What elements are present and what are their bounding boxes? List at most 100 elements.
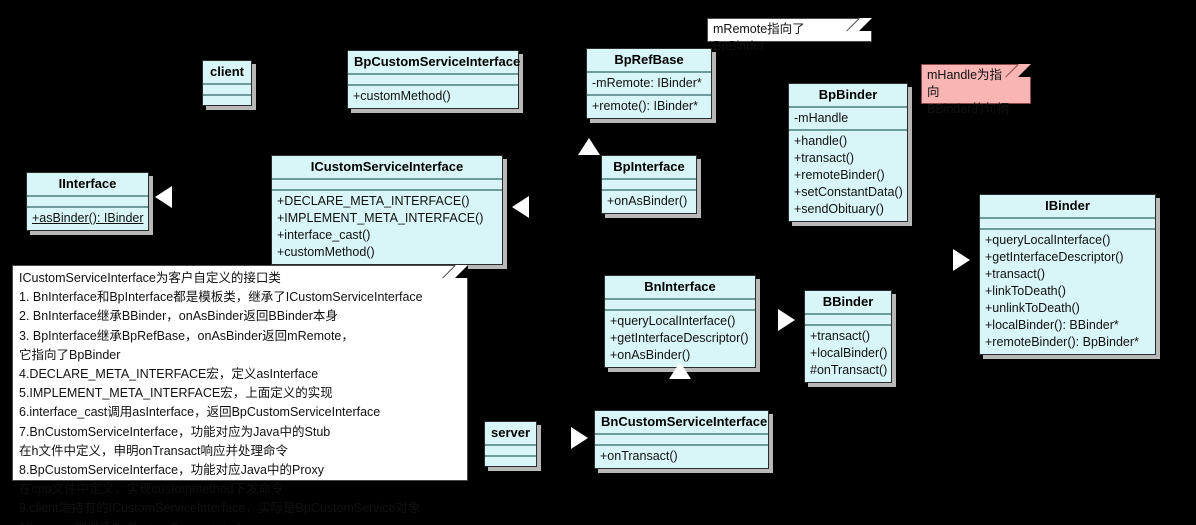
class-bp-interface[interactable]: BpInterface +onAsBinder() (601, 155, 697, 214)
operation-row: +interface_cast() (277, 228, 371, 242)
class-client-operations (203, 96, 251, 105)
class-i-binder-attributes (980, 219, 1155, 230)
operation-row: +remote(): IBinder* (592, 99, 698, 113)
class-bn-custom-service-interface-attributes (595, 435, 768, 446)
class-i-interface-attributes (27, 197, 148, 208)
operation-row: +localBinder(): BBinder* (985, 318, 1119, 332)
operation-row: +transact() (794, 151, 855, 165)
class-b-binder-attributes (805, 315, 891, 326)
class-server-name: server (485, 422, 536, 446)
connector-line (530, 205, 590, 207)
note-explanation-line-8: 6.interface_cast调用asInterface，返回BpCustom… (19, 405, 381, 420)
operation-row: +localBinder() (810, 346, 888, 360)
operation-row: +transact() (985, 267, 1046, 281)
generalization-arrow-to-ibinder (953, 249, 970, 271)
operation-row: +getInterfaceDescriptor() (610, 331, 749, 345)
connector-line (908, 250, 983, 252)
class-client[interactable]: client (202, 60, 252, 106)
connector-line (900, 330, 985, 332)
note-explanation-line-2: 1. BnInterface和BpInterface都是模板类，继承了ICust… (19, 290, 423, 305)
note-explanation-line-1: ICustomServiceInterface为客户自定义的接口类 (19, 271, 281, 285)
class-i-interface[interactable]: IInterface +asBinder(): IBinder (26, 172, 149, 231)
operation-row: +handle() (794, 134, 848, 148)
attribute-row: -mRemote: IBinder* (592, 76, 702, 90)
operation-row: +sendObituary() (794, 202, 884, 216)
note-mremote: mRemote指向了BpBinder (707, 18, 872, 53)
class-i-interface-name: IInterface (27, 173, 148, 197)
connector-line (250, 100, 252, 160)
class-i-interface-operations: +asBinder(): IBinder (27, 208, 148, 230)
operation-row: +onAsBinder() (610, 348, 691, 362)
operation-row: +getInterfaceDescriptor() (985, 250, 1124, 264)
class-bp-interface-attributes (602, 180, 696, 191)
class-bn-interface-operations: +queryLocalInterface() +getInterfaceDesc… (605, 311, 755, 367)
generalization-arrow-to-bninterface (669, 362, 691, 379)
note-explanation-line-6: 4.DECLARE_META_INTERFACE宏，定义asInterface (19, 367, 319, 382)
operation-row: +customMethod() (353, 89, 451, 103)
class-bp-binder-attributes: -mHandle (789, 108, 907, 131)
note-fold-icon (1018, 64, 1031, 77)
generalization-arrow-to-icustomserviceinterface (512, 196, 529, 218)
class-bp-ref-base-attributes: -mRemote: IBinder* (587, 73, 711, 96)
class-i-binder[interactable]: IBinder +queryLocalInterface() +getInter… (979, 194, 1156, 355)
class-i-custom-service-interface[interactable]: ICustomServiceInterface +DECLARE_META_IN… (271, 155, 503, 265)
class-bp-binder-operations: +handle() +transact() +remoteBinder() +s… (789, 131, 907, 221)
class-server[interactable]: server (484, 421, 537, 467)
connector-line (712, 150, 792, 152)
operation-row: +queryLocalInterface() (985, 233, 1111, 247)
connector-line (540, 438, 595, 440)
class-bp-binder-name: BpBinder (789, 84, 907, 108)
note-explanation-line-10: 在h文件中定义，申明onTransact响应并处理命令 (19, 443, 289, 458)
note-mhandle-line-1: mHandle为指向 (927, 68, 1003, 99)
class-bn-interface-name: BnInterface (605, 276, 755, 300)
operation-row: +remoteBinder(): BpBinder* (985, 335, 1139, 349)
note-explanation-line-4: 3. BpInterface继承BpRefBase，onAsBinder返回mR… (19, 328, 354, 343)
connector-line (430, 105, 432, 155)
operation-row: +IMPLEMENT_META_INTERFACE() (277, 211, 484, 225)
class-bp-custom-service-interface-operations: +customMethod() (348, 86, 518, 108)
connector-line (648, 120, 650, 155)
operation-row: #onTransact() (810, 363, 888, 377)
class-bp-custom-service-interface[interactable]: BpCustomServiceInterface +customMethod() (347, 50, 520, 109)
class-bn-interface[interactable]: BnInterface +queryLocalInterface() +getI… (604, 275, 756, 368)
class-i-custom-service-interface-operations: +DECLARE_META_INTERFACE() +IMPLEMENT_MET… (272, 191, 502, 264)
class-server-attributes (485, 446, 536, 457)
note-mhandle: mHandle为指向 BBinder的句柄 (921, 64, 1031, 116)
note-explanation-line-3: 2. BnInterface继承BBinder，onAsBinder返回BBin… (19, 309, 338, 324)
note-explanation-line-5: 它指向了BpBinder (19, 347, 121, 362)
note-fold-icon (455, 265, 468, 278)
operation-row: +setConstantData() (794, 185, 903, 199)
generalization-arrow-to-bbinder (778, 309, 795, 331)
class-bp-binder[interactable]: BpBinder -mHandle +handle() +transact() … (788, 83, 908, 222)
class-i-custom-service-interface-name: ICustomServiceInterface (272, 156, 502, 180)
generalization-arrow-to-bprefbase (578, 138, 600, 155)
class-bp-ref-base-name: BpRefBase (587, 49, 711, 73)
note-explanation: ICustomServiceInterface为客户自定义的接口类 1. BnI… (12, 265, 468, 525)
class-i-binder-name: IBinder (980, 195, 1155, 219)
operation-row: +onAsBinder() (607, 194, 688, 208)
class-bn-custom-service-interface-name: BnCustomServiceInterface (595, 411, 768, 435)
note-explanation-line-12: 在cpp文件中定义，实现custommethod下发命令 (19, 482, 284, 497)
connector-line (680, 360, 682, 415)
class-bp-custom-service-interface-name: BpCustomServiceInterface (348, 51, 520, 75)
class-client-attributes (203, 85, 251, 96)
class-bp-interface-operations: +onAsBinder() (602, 191, 696, 213)
operation-row: +linkToDeath() (985, 284, 1066, 298)
operation-row: +DECLARE_META_INTERFACE() (277, 194, 470, 208)
operation-row: +remoteBinder() (794, 168, 885, 182)
operation-row: +customMethod() (277, 245, 375, 259)
generalization-arrow-to-bncustomserviceinterface (571, 427, 588, 449)
class-client-name: client (203, 61, 251, 85)
class-i-custom-service-interface-attributes (272, 180, 502, 191)
class-bp-ref-base-operations: +remote(): IBinder* (587, 96, 711, 118)
note-mhandle-line-2: BBinder的句柄 (927, 102, 1009, 116)
class-server-operations (485, 457, 536, 466)
class-b-binder[interactable]: BBinder +transact() +localBinder() #onTr… (804, 290, 892, 383)
class-bn-custom-service-interface[interactable]: BnCustomServiceInterface +onTransact() (594, 410, 769, 469)
class-bp-interface-name: BpInterface (602, 156, 696, 180)
class-bp-ref-base[interactable]: BpRefBase -mRemote: IBinder* +remote(): … (586, 48, 712, 119)
class-b-binder-name: BBinder (805, 291, 891, 315)
note-explanation-line-11: 8.BpCustomServiceInterface，功能对应Java中的Pro… (19, 463, 324, 478)
note-explanation-line-13: 9.client端持有的ICustomServiceInterface，实际是B… (19, 501, 421, 516)
